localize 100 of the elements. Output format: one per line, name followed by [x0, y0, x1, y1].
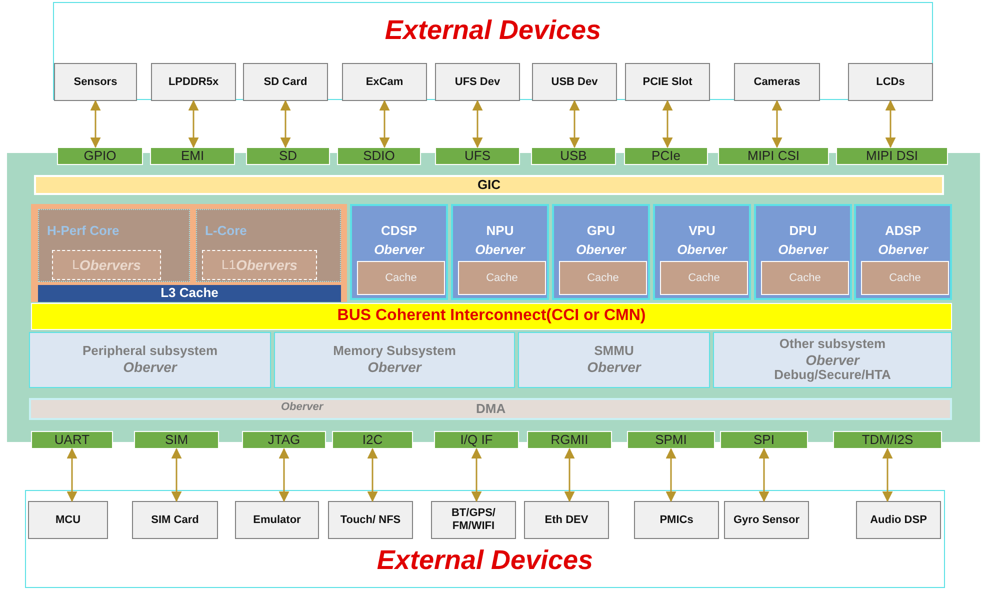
cache-label: Cache — [486, 272, 518, 284]
double-arrow — [90, 100, 101, 148]
double-arrow — [758, 448, 770, 502]
interface-box — [337, 147, 421, 165]
interface-box — [134, 431, 219, 449]
dma-bar — [29, 398, 952, 420]
interface-label: I2C — [362, 432, 383, 448]
device-box — [848, 63, 933, 101]
group-title: External Devices — [376, 545, 594, 576]
cache-label: Cache — [587, 272, 619, 284]
double-arrow — [280, 100, 291, 148]
interface-label: GPIO — [84, 148, 116, 164]
accelerator-label: GPU — [586, 224, 616, 239]
interface-label: PCIe — [652, 148, 680, 164]
device-label: PMICs — [660, 514, 694, 526]
interface-box — [150, 147, 235, 165]
device-label: Eth DEV — [544, 514, 588, 526]
interface-label: RGMII — [550, 432, 588, 448]
subsystem-label: Other subsystem — [779, 337, 886, 352]
observer-label: Oberver — [877, 243, 930, 258]
observer-label: Oberver — [587, 359, 641, 376]
device-box — [28, 501, 108, 539]
interface-box — [527, 431, 612, 449]
device-box — [328, 501, 413, 539]
accelerator-label: NPU — [485, 224, 515, 239]
interface-box — [624, 147, 708, 165]
cache-box — [458, 261, 546, 295]
interface-label: SD — [278, 148, 298, 164]
subsystem-label: SMMU — [594, 344, 634, 360]
device-label: LCDs — [876, 76, 905, 88]
observer-label: Oberver — [123, 359, 177, 376]
interface-box — [833, 431, 942, 449]
interface-label: EMI — [180, 148, 204, 164]
interface-box — [242, 431, 326, 449]
device-box — [151, 63, 236, 101]
interface-box — [332, 431, 413, 449]
double-arrow — [471, 448, 482, 502]
interface-label: SDIO — [363, 148, 395, 164]
interface-label: SIM — [164, 432, 188, 448]
double-arrow — [472, 100, 483, 148]
accelerator-box — [854, 204, 952, 300]
cache-label: Cache — [789, 272, 821, 284]
observer-label: Obervers — [236, 256, 298, 274]
accelerator-label: DPU — [788, 224, 818, 239]
cache-label: Cache — [688, 272, 720, 284]
cache-box — [357, 261, 445, 295]
double-arrow — [66, 448, 78, 502]
cache-box — [861, 261, 949, 295]
cache-box — [660, 261, 748, 295]
device-box — [532, 63, 617, 101]
observer-label: Oberver — [676, 243, 728, 258]
observer-label: Oberver — [368, 359, 422, 376]
double-arrow — [171, 448, 182, 502]
interface-label: MIPI CSI — [747, 148, 800, 164]
device-label: Touch/ NFS — [340, 514, 401, 526]
device-label: Audio DSP — [870, 514, 927, 526]
device-label: PCIE Slot — [642, 76, 692, 88]
cache-label: Cache — [889, 272, 921, 284]
device-box — [132, 501, 218, 539]
interface-label: TDM/I2S — [862, 432, 914, 448]
interface-label: SPI — [754, 432, 774, 448]
gic-bar — [34, 175, 944, 195]
interface-label: I/Q IF — [460, 432, 493, 448]
double-arrow — [278, 448, 290, 502]
device-box — [235, 501, 319, 539]
interface-box — [531, 147, 616, 165]
device-label: Gyro Sensor — [733, 514, 800, 526]
l1-cache-box — [52, 250, 161, 280]
interface-box — [836, 147, 948, 165]
interface-label: USB — [560, 148, 587, 164]
cache-box — [559, 261, 647, 295]
device-label: USB Dev — [551, 76, 598, 88]
double-arrow — [188, 100, 199, 148]
interface-box — [720, 431, 808, 449]
accelerator-box — [754, 204, 852, 300]
device-box — [524, 501, 609, 539]
subsystem-box — [713, 332, 952, 388]
group-title: External Devices — [384, 15, 602, 46]
device-label: UFS Dev — [454, 76, 500, 88]
accelerator-label: VPU — [688, 224, 716, 239]
interface-box — [57, 147, 143, 165]
device-label: Cameras — [754, 76, 800, 88]
interconnect-label: BUS Coherent Interconnect(CCI or CMN) — [337, 307, 646, 326]
device-box — [734, 63, 820, 101]
observer-label: Oberver — [281, 401, 324, 414]
device-box — [724, 501, 809, 539]
cache-label: L — [72, 258, 80, 272]
gic-label: GIC — [477, 178, 501, 192]
double-arrow — [367, 448, 378, 502]
cpu-core-box — [38, 209, 190, 282]
device-box — [856, 501, 941, 539]
l1-cache-box — [202, 250, 317, 280]
subsystem-label: Memory Subsystem — [333, 344, 456, 360]
accelerator-box — [552, 204, 650, 300]
device-group-panel — [25, 490, 945, 588]
double-arrow — [662, 100, 673, 148]
subsystem-box — [274, 332, 515, 388]
device-label: Sensors — [74, 76, 118, 88]
device-label: Emulator — [253, 514, 301, 526]
device-label: BT/GPS/ FM/WIFI — [450, 507, 496, 533]
